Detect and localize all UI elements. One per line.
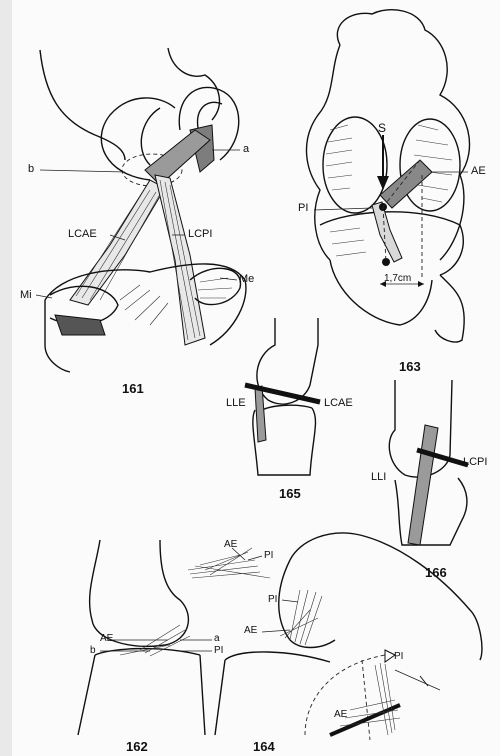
leader-mi — [36, 295, 52, 298]
leader-pi-inset-162 — [248, 556, 262, 560]
lle-ligament — [255, 386, 266, 442]
tibia-162 — [78, 655, 205, 735]
plateau-165 — [262, 405, 312, 410]
label-161-lcae: LCAE — [68, 229, 97, 240]
label-161-lcpi: LCPI — [188, 229, 212, 240]
figure-165-drawing — [245, 318, 320, 475]
axis-164 — [362, 660, 370, 740]
arc-164 — [305, 655, 385, 735]
label-162-pi-inset: PI — [264, 551, 273, 561]
femur-right-outline — [168, 48, 219, 120]
figure-number-166: 166 — [425, 566, 447, 579]
label-163-ae: AE — [471, 166, 486, 177]
inset-fibers-164 — [340, 663, 400, 735]
label-164-ae-inset: AE — [334, 710, 347, 720]
lateral-condyle-163 — [400, 119, 460, 211]
condyles-outline-top — [337, 10, 469, 260]
leader-b — [40, 170, 125, 172]
label-164-pi-inset: PI — [394, 652, 403, 662]
plateau-hatch — [120, 285, 168, 325]
lateral-meniscus-hatch — [198, 278, 232, 298]
figure-number-161: 161 — [122, 382, 144, 395]
leader-pi-164 — [282, 600, 298, 602]
label-164-ae: AE — [244, 626, 257, 636]
fibula-163 — [435, 275, 464, 342]
femur-164 — [290, 533, 482, 660]
label-161-me: Me — [239, 274, 254, 285]
label-162-a: a — [214, 634, 220, 644]
tibia-lower-163 — [330, 260, 432, 325]
label-166-lcpi: LCPI — [463, 457, 487, 468]
tibia-hatch-163 — [330, 228, 366, 256]
label-165-lcae: LCAE — [324, 398, 353, 409]
plateau-164 — [225, 652, 330, 662]
label-162-b: b — [90, 646, 96, 656]
figure-number-163: 163 — [399, 360, 421, 373]
tibia-164 — [215, 660, 225, 735]
label-164-pi: PI — [268, 595, 277, 605]
label-165-lle: LLE — [226, 398, 246, 409]
label-163-pi: PI — [298, 203, 308, 214]
medial-meniscus-shade — [55, 315, 105, 335]
label-166-lli: LLI — [371, 472, 386, 483]
label-162-pi: PI — [214, 646, 223, 656]
inset-fibers-162 — [188, 548, 270, 578]
label-163-s: S — [378, 122, 386, 134]
figure-163-drawing — [306, 10, 469, 342]
femur-162 — [90, 540, 189, 646]
extent-line-164 — [395, 670, 440, 690]
ligaments-164 — [280, 590, 322, 645]
figure-166-drawing — [389, 380, 468, 545]
label-161-b: b — [28, 164, 34, 175]
tibia-166 — [395, 478, 467, 545]
pi-bundle — [372, 202, 402, 262]
label-161-a: a — [243, 144, 249, 155]
figure-161-drawing — [36, 48, 246, 372]
condyle-164 — [279, 560, 335, 648]
lli-ligament — [408, 425, 438, 545]
label-162-ae-inset: AE — [224, 540, 237, 550]
arrow-s-head — [377, 176, 389, 190]
figure-number-162: 162 — [126, 740, 148, 753]
label-163-distance: 1,7cm — [384, 274, 411, 284]
femur-left-outline — [40, 50, 125, 160]
label-161-mi: Mi — [20, 290, 32, 301]
figure-number-165: 165 — [279, 487, 301, 500]
tibia-front — [45, 300, 70, 372]
medial-condyle-inner — [141, 108, 160, 165]
label-162-ae: AE — [100, 634, 113, 644]
dim-arrow-right — [418, 281, 424, 287]
figure-number-164: 164 — [253, 740, 275, 753]
extent-tick-164 — [420, 676, 428, 686]
leader-ae-164 — [262, 630, 290, 632]
